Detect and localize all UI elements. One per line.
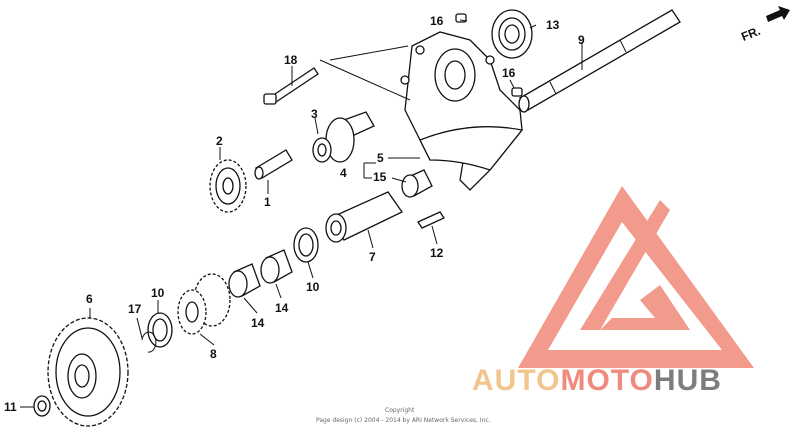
front-arrow-icon (766, 6, 790, 22)
shaft-part-9 (518, 9, 681, 113)
callout-5: 5 (377, 151, 384, 165)
callout-12: 12 (430, 246, 444, 260)
callout-18: 18 (284, 53, 298, 67)
leader-lines (20, 19, 583, 408)
pin-part-12 (417, 211, 445, 229)
callout-14a: 14 (251, 316, 265, 330)
callout-15: 15 (373, 170, 387, 184)
shaft-part-7 (325, 191, 403, 243)
callout-13: 13 (546, 18, 560, 32)
washer-part-10a (293, 227, 319, 263)
brand-moto: MOTO (560, 364, 653, 397)
needle-bearing-part-15 (401, 169, 433, 198)
watermark-logo (518, 186, 754, 368)
callout-4: 4 (340, 166, 347, 180)
callout-10a: 10 (151, 286, 165, 300)
callout-6: 6 (86, 292, 93, 306)
gear-part-3 (312, 111, 375, 163)
callout-2: 2 (216, 134, 223, 148)
washer-part-11 (33, 395, 51, 417)
washer-part-10b (147, 312, 173, 348)
callout-1: 1 (264, 195, 271, 209)
callout-8: 8 (210, 347, 217, 361)
callout-11: 11 (4, 400, 17, 414)
housing-part-5 (400, 31, 524, 191)
callout-17: 17 (128, 302, 142, 316)
svg-text:AUTOMOTOHUB: AUTOMOTOHUB (472, 364, 722, 397)
bearing-part-13 (491, 9, 533, 59)
callout-7: 7 (369, 250, 376, 264)
callout-10b: 10 (306, 280, 320, 294)
callout-16b: 16 (502, 66, 516, 80)
copyright-notice: Copyright Page design (c) 2004 - 2014 by… (316, 407, 491, 424)
bolt-part-18 (263, 67, 319, 105)
pin-part-1 (254, 149, 293, 180)
needle-bearing-part-14b (260, 249, 293, 284)
front-direction-indicator: FR. (739, 6, 790, 44)
watermark-brand: AUTOMOTOHUB (472, 364, 722, 397)
front-label: FR. (739, 24, 762, 44)
brand-auto: AUTO (472, 364, 560, 397)
gear-part-8 (177, 273, 231, 335)
callout-9: 9 (578, 33, 585, 47)
copyright-line-2: Page design (c) 2004 - 2014 by ARI Netwo… (316, 417, 491, 424)
callouts: 1 2 3 4 5 6 7 8 9 10 10 11 12 13 14 14 1… (4, 14, 585, 414)
copyright-line-1: Copyright (385, 407, 415, 414)
pin-part-16b (511, 87, 523, 97)
gear-part-2 (209, 159, 247, 213)
needle-bearing-part-14a (228, 263, 261, 298)
brand-hub: HUB (654, 364, 722, 397)
callout-3: 3 (311, 107, 318, 121)
callout-16a: 16 (430, 14, 444, 28)
gear-part-6 (47, 317, 129, 427)
circlip-part-17 (141, 331, 157, 353)
callout-14b: 14 (275, 301, 289, 315)
